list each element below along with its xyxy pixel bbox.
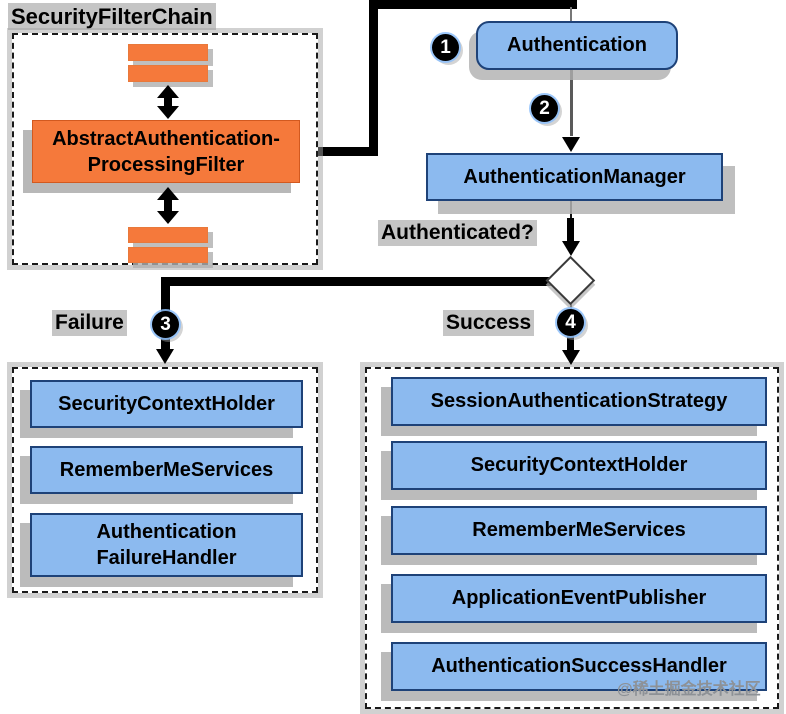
double-arrow-icon	[157, 85, 179, 119]
failure-label: Failure	[52, 310, 127, 336]
decision-diamond	[545, 255, 596, 306]
watermark-text: @稀土掘金技术社区	[617, 681, 761, 698]
success-panel-item: SessionAuthenticationStrategy	[391, 377, 767, 426]
authenticated-question-label: Authenticated?	[378, 220, 537, 246]
success-label: Success	[443, 310, 535, 336]
arrowhead-into-diamond-icon	[562, 241, 580, 256]
step-badge-4: 4	[557, 309, 584, 336]
success-line-thick	[567, 336, 574, 353]
connector-manager-to-diamond-thick	[567, 218, 574, 242]
connector-top-horizontal	[369, 0, 577, 9]
arrowhead-into-failure-panel-icon	[156, 349, 174, 364]
abstract-authentication-processing-filter-box: AbstractAuthentication- ProcessingFilter	[32, 120, 300, 183]
success-panel-item: ApplicationEventPublisher	[391, 574, 767, 623]
failure-panel-item: RememberMeServices	[30, 446, 303, 494]
authentication-box: Authentication	[476, 21, 678, 70]
double-arrow-icon	[157, 187, 179, 224]
filter-bar-top-2	[128, 65, 208, 82]
arrowhead-into-success-panel-icon	[562, 350, 580, 365]
success-panel: SessionAuthenticationStrategy SecurityCo…	[365, 367, 779, 709]
arrow-shaft	[164, 98, 172, 106]
success-panel-item: AuthenticationSuccessHandler	[391, 642, 767, 691]
security-filter-chain-title: SecurityFilterChain	[8, 3, 216, 30]
success-panel-item: SecurityContextHolder	[391, 441, 767, 490]
arrow-down-icon	[157, 106, 179, 119]
arrow-up-icon	[157, 187, 179, 200]
step-badge-2: 2	[531, 95, 558, 122]
filter-bar-bottom-1	[128, 227, 208, 243]
arrowhead-into-manager-icon	[562, 137, 580, 152]
step-badge-1: 1	[432, 34, 459, 61]
arrow-down-icon	[157, 211, 179, 224]
arrow-up-icon	[157, 85, 179, 98]
step-badge-3: 3	[152, 311, 179, 338]
failure-line-horizontal	[164, 277, 553, 286]
connector-filterchain-right	[318, 147, 378, 156]
connector-vertical-up	[369, 0, 378, 156]
filter-bar-bottom-2	[128, 247, 208, 263]
failure-panel: SecurityContextHolder RememberMeServices…	[12, 367, 318, 593]
connector-stub-authentication	[570, 7, 572, 22]
authentication-manager-box: AuthenticationManager	[426, 153, 723, 201]
connector-auth-to-manager	[570, 70, 573, 136]
failure-panel-item: Authentication FailureHandler	[30, 513, 303, 577]
arrow-shaft	[164, 200, 172, 211]
filter-bar-top-1	[128, 44, 208, 61]
failure-panel-item: SecurityContextHolder	[30, 380, 303, 428]
success-panel-item: RememberMeServices	[391, 506, 767, 555]
